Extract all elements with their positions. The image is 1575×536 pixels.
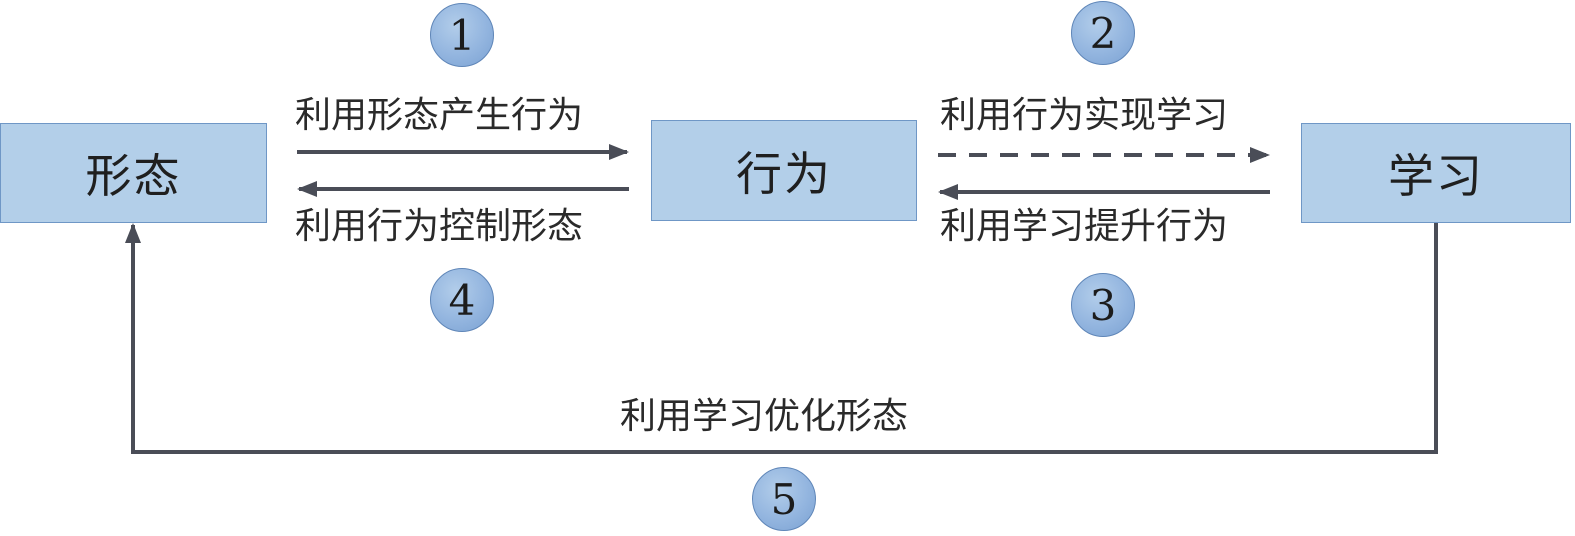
edge-label-4: 利用行为控制形态 <box>295 206 584 247</box>
edge-label-5: 利用学习优化形态 <box>620 396 909 437</box>
step-badge-3: 3 <box>1071 273 1135 337</box>
step-badge-4: 4 <box>430 268 494 332</box>
edge-label-3: 利用学习提升行为 <box>940 206 1229 247</box>
step-badge-number: 5 <box>770 474 798 524</box>
edge-label-1: 利用形态产生行为 <box>295 95 584 136</box>
edge-label-2: 利用行为实现学习 <box>940 95 1229 136</box>
step-badge-number: 4 <box>448 275 476 325</box>
node-behavior: 行为 <box>651 120 917 221</box>
node-learning: 学习 <box>1301 123 1571 223</box>
step-badge-number: 1 <box>448 10 476 60</box>
arrow-learning-to-form <box>125 222 1438 454</box>
node-form: 形态 <box>0 123 267 223</box>
step-badge-number: 2 <box>1089 8 1117 58</box>
node-form-label: 形态 <box>85 149 182 203</box>
node-learning-label: 学习 <box>1388 149 1484 203</box>
step-badge-1: 1 <box>430 3 494 67</box>
step-badge-number: 3 <box>1089 280 1117 330</box>
step-badge-5: 5 <box>752 467 816 531</box>
step-badge-2: 2 <box>1071 1 1135 65</box>
node-behavior-label: 行为 <box>736 146 832 201</box>
